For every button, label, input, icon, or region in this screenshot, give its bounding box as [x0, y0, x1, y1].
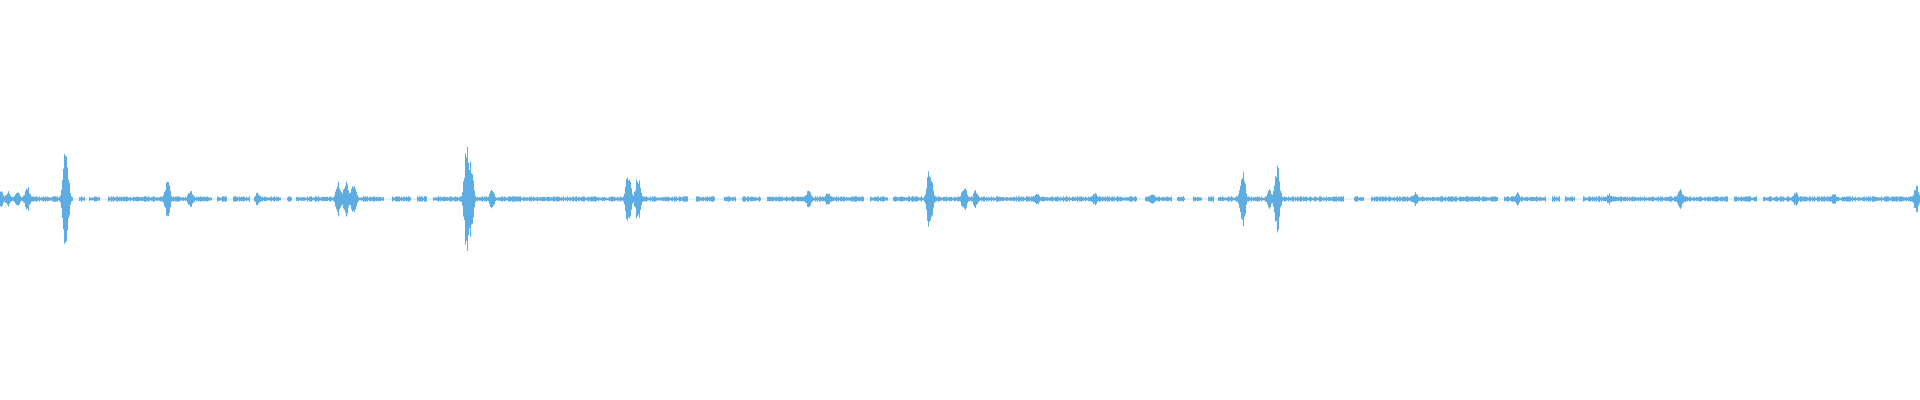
waveform-bars [0, 147, 1920, 251]
